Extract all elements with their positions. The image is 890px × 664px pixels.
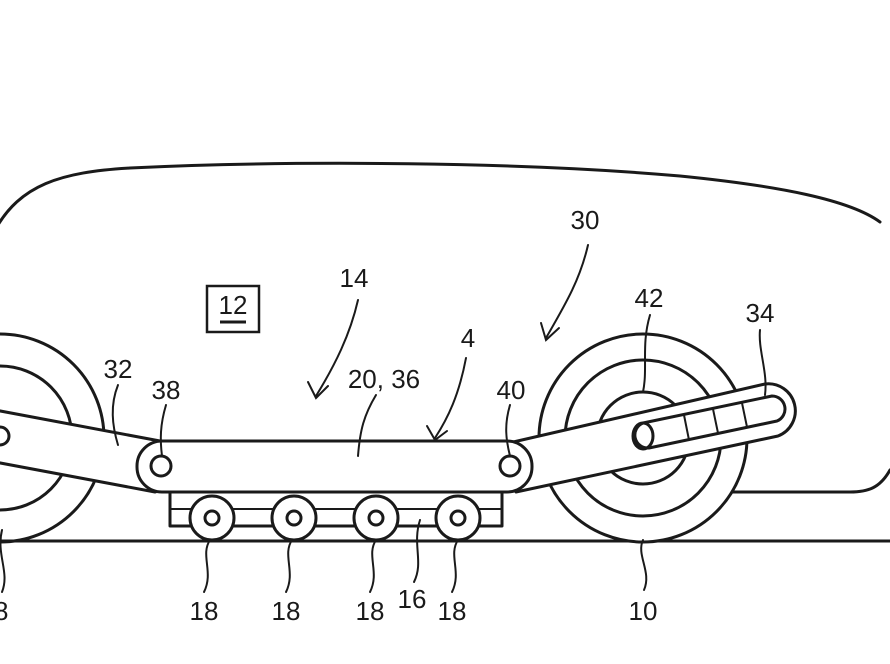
label-18-3: 18: [356, 596, 385, 626]
label-18-4: 18: [438, 596, 467, 626]
leader-34: [758, 329, 767, 396]
label-20-36: 20, 36: [348, 364, 420, 394]
label-38: 38: [152, 375, 181, 405]
label-14: 14: [340, 263, 369, 293]
left-arm-pivot: [0, 425, 11, 447]
arrow-14: [307, 299, 359, 400]
label-30: 30: [571, 205, 600, 235]
arrow-30: [540, 244, 589, 342]
label-12-box: [205, 284, 261, 334]
leader-32: [111, 384, 119, 446]
label-42: 42: [635, 283, 664, 313]
label-4: 4: [461, 323, 475, 353]
roller-4: [434, 494, 482, 542]
leader-18-4: [451, 539, 459, 593]
leader-16: [413, 519, 421, 583]
roller-1: [188, 494, 236, 542]
leader-8: [0, 529, 6, 593]
vehicle-body-outline: [0, 161, 882, 225]
leader-18-3: [369, 539, 377, 593]
label-10: 10: [629, 596, 658, 626]
leader-40: [505, 404, 511, 457]
wheel-axle: [631, 421, 655, 451]
leader-20-36: [357, 394, 377, 457]
label-40: 40: [497, 375, 526, 405]
label-12: 12: [219, 290, 248, 320]
leader-18-1: [203, 539, 211, 593]
label-34: 34: [746, 298, 775, 328]
leader-18-2: [285, 539, 293, 593]
vehicle-body-rear-edge: [728, 468, 890, 494]
label-18-1: 18: [190, 596, 219, 626]
label-8: 8: [0, 596, 8, 626]
label-16: 16: [398, 584, 427, 614]
right-arm-slot: [633, 394, 787, 450]
right-link-arm: [498, 382, 797, 494]
arrow-4: [426, 357, 467, 442]
right-arm-slot-divider-1: [683, 414, 690, 441]
leader-42: [642, 314, 651, 393]
right-arm-slot-divider-3: [741, 402, 748, 428]
roller-2: [270, 494, 318, 542]
leader-10: [640, 539, 648, 591]
label-18-2: 18: [272, 596, 301, 626]
roller-3: [352, 494, 400, 542]
label-32: 32: [104, 354, 133, 384]
right-arm-slot-divider-2: [712, 408, 719, 434]
leader-38: [159, 404, 167, 457]
main-platform: [135, 439, 534, 494]
